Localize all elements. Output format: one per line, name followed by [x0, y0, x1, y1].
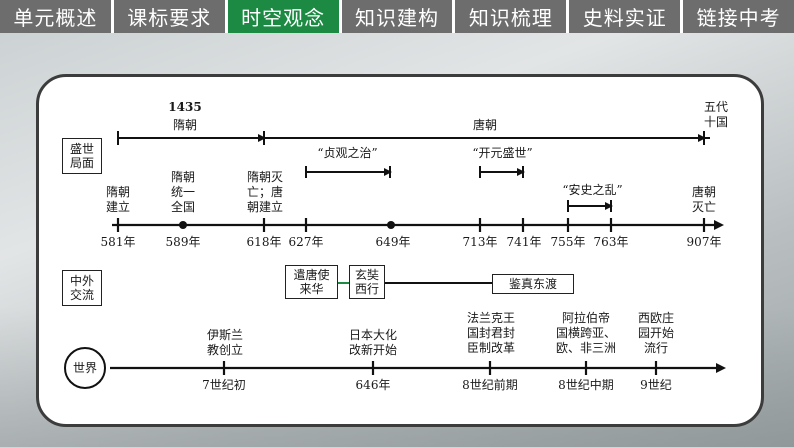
event-tang-fall: 唐朝 灭亡: [691, 185, 716, 214]
tab-unit-overview[interactable]: 单元概述: [0, 0, 111, 33]
sui-dynasty-label: 隋朝: [172, 118, 197, 132]
year-label: 907年: [686, 235, 722, 249]
tang-envoys-box: 遣唐使 来华: [285, 265, 338, 299]
year-label: 581年: [100, 235, 136, 249]
world-event-arab-empire: 阿拉伯帝 国横跨亚、 欧、非三洲: [555, 311, 616, 355]
event-sui-fall-tang-founded: 隋朝灭 亡；唐 朝建立: [246, 170, 283, 214]
world-date-label: 7世纪初: [202, 378, 246, 392]
year-label: 649年: [375, 235, 411, 249]
world-date-label: 8世纪中期: [558, 378, 614, 392]
event-sui-unify: 隋朝 统一 全国: [170, 170, 195, 214]
tab-historical-evidence[interactable]: 史料实证: [569, 0, 681, 33]
tab-curriculum-requirements[interactable]: 课标要求: [113, 0, 225, 33]
year-label: 755年: [550, 235, 586, 249]
world-event-taika-reform: 日本大化 改新开始: [348, 328, 397, 357]
anshi-rebellion-label: “安史之乱”: [562, 183, 623, 197]
exchange-row-label: 中外 交流: [62, 270, 102, 306]
world-event-frankish-reform: 法兰克王 国封君封 臣制改革: [466, 311, 515, 355]
year-label: 618年: [246, 235, 282, 249]
event-sui-founded: 隋朝 建立: [105, 185, 130, 214]
timeline-panel: 盛世 局面 中外 交流 世界 1435 隋朝 唐朝 五代 十国 “贞观之治” “…: [36, 74, 764, 427]
world-date-label: 9世纪: [640, 378, 672, 392]
year-label: 713年: [462, 235, 498, 249]
sui-start-year: 1435: [168, 100, 202, 114]
zhenguan-reign-label: “贞观之治”: [317, 146, 378, 160]
jianzhen-voyage-box: 鉴真东渡: [492, 274, 574, 294]
year-label: 763年: [593, 235, 629, 249]
tab-knowledge-construction[interactable]: 知识建构: [341, 0, 453, 33]
xuanzang-journey-box: 玄奘 西行: [349, 265, 385, 299]
prosperity-row-label: 盛世 局面: [62, 138, 102, 174]
reign-brackets: [305, 166, 613, 212]
world-circle: [64, 347, 106, 389]
five-dynasties-label: 五代 十国: [703, 100, 728, 129]
world-event-islam: 伊斯兰 教创立: [206, 328, 243, 357]
world-event-manor-system: 西欧庄 园开始 流行: [637, 311, 674, 355]
dynasty-span-line: [117, 131, 710, 145]
year-label: 741年: [506, 235, 542, 249]
world-axis: [110, 361, 726, 375]
tang-dynasty-label: 唐朝: [472, 118, 497, 132]
kaiyuan-reign-label: “开元盛世”: [472, 146, 533, 160]
tab-time-space-concept[interactable]: 时空观念: [227, 0, 339, 33]
tab-knowledge-review[interactable]: 知识梳理: [455, 0, 567, 33]
main-axis: [112, 218, 724, 232]
world-row-label: 世界: [72, 361, 97, 375]
world-date-label: 646年: [355, 378, 391, 392]
tab-exam-link[interactable]: 链接中考: [683, 0, 794, 33]
section-tab-bar: 单元概述 课标要求 时空观念 知识建构 知识梳理 史料实证 链接中考: [0, 0, 794, 33]
year-label: 627年: [288, 235, 324, 249]
year-label: 589年: [165, 235, 201, 249]
world-date-label: 8世纪前期: [462, 378, 518, 392]
